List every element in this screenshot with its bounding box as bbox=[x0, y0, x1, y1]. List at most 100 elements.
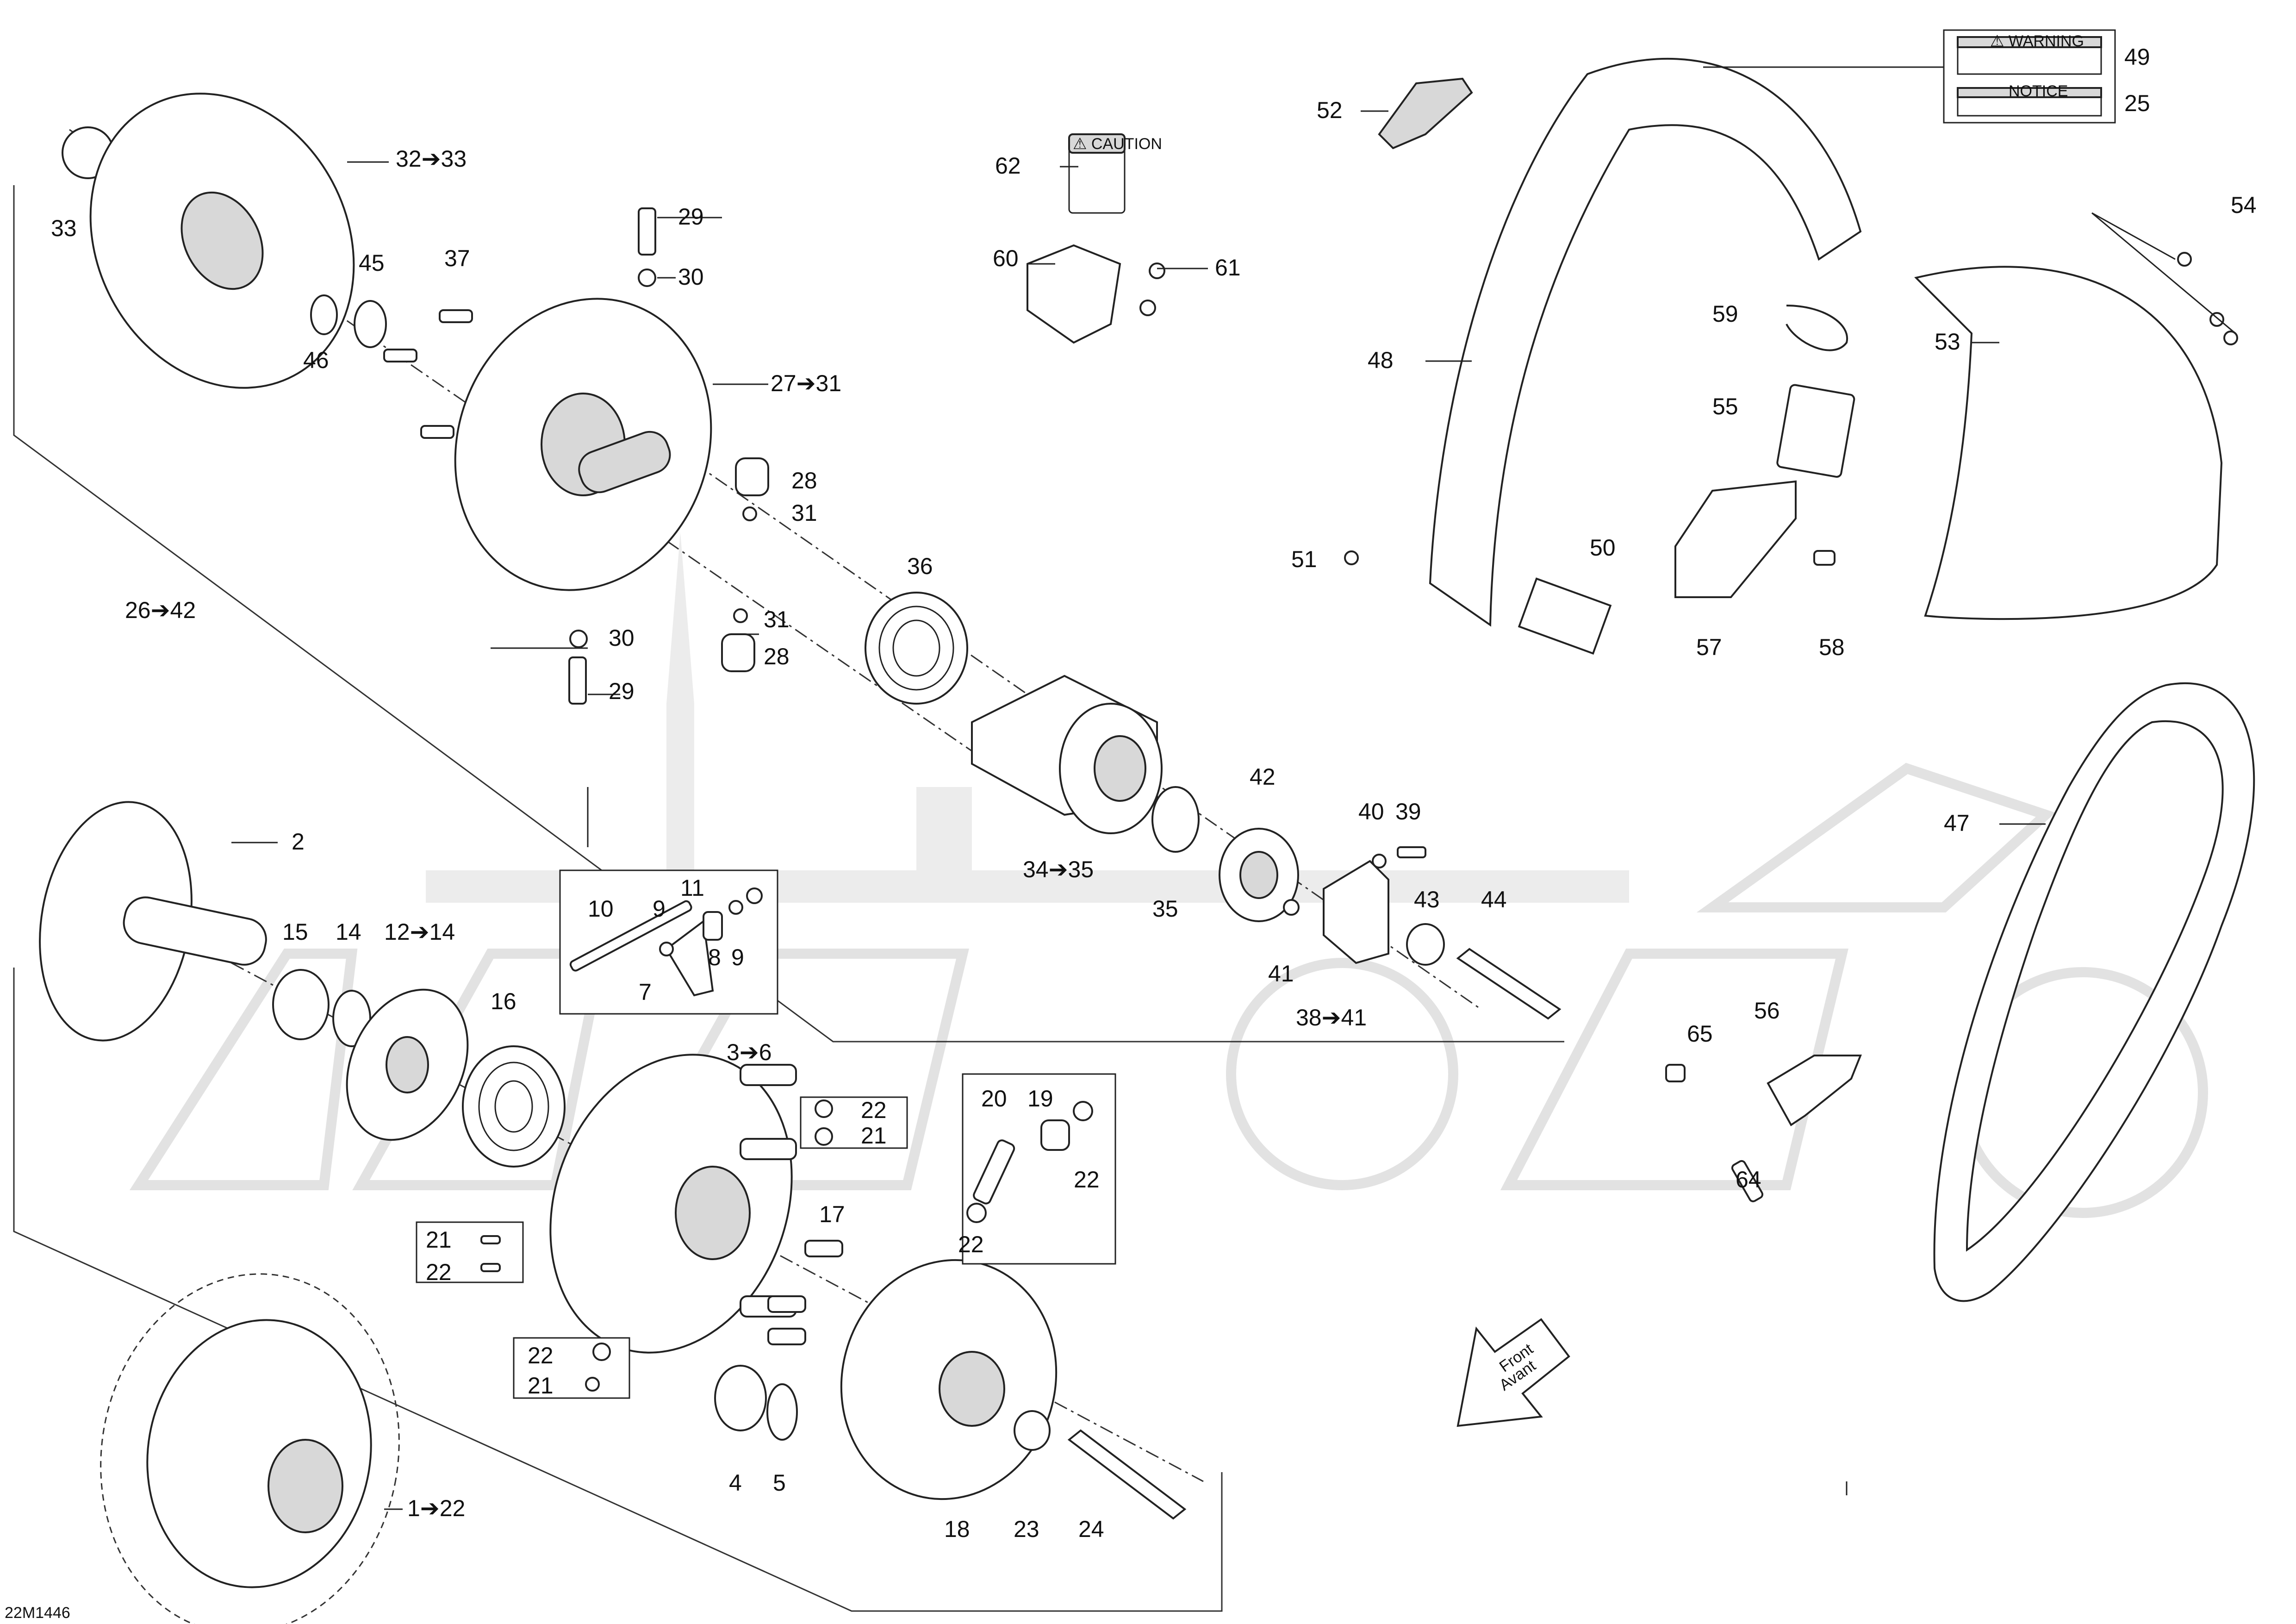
screw-58 bbox=[1813, 550, 1836, 566]
callout-22d: 22 bbox=[426, 1259, 452, 1285]
callout-8: 8 bbox=[708, 944, 721, 970]
callout-59: 59 bbox=[1712, 301, 1738, 327]
callout-45: 45 bbox=[359, 250, 385, 276]
callout-48: 48 bbox=[1368, 347, 1394, 373]
callout-9b: 9 bbox=[731, 944, 744, 970]
front-direction-arrow: Front Avant bbox=[1456, 1318, 1570, 1427]
callout-40: 40 bbox=[1358, 799, 1384, 824]
pin-29b bbox=[568, 656, 587, 705]
screw-37c bbox=[420, 425, 454, 439]
fastener-54c bbox=[2223, 331, 2238, 345]
callout-58: 58 bbox=[1819, 634, 1845, 660]
callout-30a: 30 bbox=[678, 264, 704, 290]
clip-31a bbox=[742, 506, 757, 521]
movable-sheave-3 bbox=[549, 1054, 797, 1354]
nut-41 bbox=[1283, 899, 1300, 916]
callout-10: 10 bbox=[588, 896, 614, 922]
cam-cover-38 bbox=[1323, 860, 1389, 964]
cam-34 bbox=[971, 675, 1163, 834]
washer-43 bbox=[1406, 923, 1445, 966]
screw-17c bbox=[767, 1328, 806, 1345]
roller-19 bbox=[1040, 1119, 1070, 1151]
callout-28b: 28 bbox=[764, 643, 790, 669]
callout-53: 53 bbox=[1935, 329, 1960, 355]
washer-23 bbox=[1014, 1410, 1051, 1451]
o-ring-30a bbox=[638, 269, 656, 287]
sheave-hub-32 bbox=[180, 191, 264, 290]
screw-17 bbox=[804, 1240, 843, 1257]
lever-7 bbox=[665, 919, 714, 997]
spring-16 bbox=[462, 1045, 566, 1168]
callout-46: 46 bbox=[303, 347, 329, 373]
callout-62: 62 bbox=[995, 153, 1021, 179]
callout-49: 49 bbox=[2124, 44, 2150, 70]
drive-pulley-assembly bbox=[39, 801, 1187, 1624]
diagram-code: 22M1446 bbox=[5, 1604, 70, 1622]
callout-57: 57 bbox=[1696, 634, 1722, 660]
callout-22b: 22 bbox=[1074, 1167, 1100, 1193]
retaining-ring-5 bbox=[766, 1383, 798, 1441]
callout-9a: 9 bbox=[653, 896, 666, 922]
washer-46 bbox=[310, 294, 338, 335]
callout-27: 27➔31 bbox=[771, 370, 841, 396]
callout-38: 38➔41 bbox=[1296, 1005, 1367, 1031]
callout-32: 32➔33 bbox=[396, 146, 467, 172]
callout-43: 43 bbox=[1414, 887, 1440, 912]
callout-19: 19 bbox=[1027, 1086, 1053, 1112]
callout-39: 39 bbox=[1395, 799, 1421, 824]
roller-kit-box bbox=[962, 1073, 1116, 1265]
drive-belt-47 bbox=[1933, 682, 2255, 1302]
callout-47: 47 bbox=[1944, 810, 1970, 836]
callout-7: 7 bbox=[639, 979, 652, 1005]
callout-52: 52 bbox=[1317, 97, 1343, 123]
callout-21c: 21 bbox=[528, 1373, 554, 1399]
driven-pulley-assembly bbox=[62, 93, 1562, 1020]
callout-50: 50 bbox=[1590, 535, 1616, 561]
callout-labels: 33 32➔33 46 45 37 29 30 27➔31 28 31 26➔4… bbox=[51, 44, 2257, 1542]
roller-28b bbox=[721, 633, 755, 672]
callout-22c: 22 bbox=[958, 1231, 984, 1257]
drive-pulley-assembly-1 bbox=[100, 1273, 400, 1624]
callout-28a: 28 bbox=[791, 468, 817, 493]
nut-61b bbox=[1139, 300, 1156, 316]
callout-21b: 21 bbox=[426, 1227, 452, 1253]
callout-23: 23 bbox=[1014, 1516, 1039, 1542]
shim-42-hole bbox=[1239, 851, 1278, 899]
callout-35: 35 bbox=[1152, 896, 1178, 922]
callout-31a: 31 bbox=[791, 500, 817, 526]
watermark bbox=[129, 532, 2208, 1218]
cap-22a bbox=[1073, 1101, 1093, 1121]
callout-37: 37 bbox=[444, 245, 470, 271]
pin-20 bbox=[973, 1139, 1015, 1205]
callout-17: 17 bbox=[819, 1201, 845, 1227]
decal-25-heading: NOTICE bbox=[2009, 82, 2068, 100]
callout-18: 18 bbox=[944, 1516, 970, 1542]
screw-39 bbox=[1397, 846, 1426, 858]
callout-15: 15 bbox=[282, 919, 308, 945]
fastener-54b bbox=[2209, 312, 2224, 327]
callout-56: 56 bbox=[1754, 998, 1780, 1024]
small-kit-boxes bbox=[416, 1096, 908, 1399]
callout-26: 26➔42 bbox=[125, 597, 196, 623]
nut-61a bbox=[1149, 262, 1165, 279]
callout-4: 4 bbox=[729, 1470, 742, 1496]
belt-guard-48 bbox=[1429, 57, 1862, 627]
cap-22b bbox=[966, 1203, 987, 1223]
bushing-15 bbox=[272, 969, 330, 1040]
callout-30b: 30 bbox=[609, 625, 635, 651]
callout-11: 11 bbox=[680, 875, 704, 901]
callout-24: 24 bbox=[1078, 1516, 1104, 1542]
pin-59 bbox=[1786, 305, 1848, 351]
callout-22a: 22 bbox=[861, 1097, 887, 1123]
bracket-56 bbox=[1665, 1055, 1862, 1203]
nut-11 bbox=[746, 887, 763, 904]
screw-17b bbox=[767, 1295, 806, 1313]
bushing-4 bbox=[714, 1365, 767, 1431]
leader-lines bbox=[231, 66, 2236, 1510]
screw-37 bbox=[439, 309, 473, 323]
callout-20: 20 bbox=[981, 1086, 1007, 1112]
callout-61: 61 bbox=[1215, 255, 1241, 281]
decal-49-heading: ⚠ WARNING bbox=[1990, 32, 2084, 50]
guard-clip-52 bbox=[1378, 77, 1473, 150]
